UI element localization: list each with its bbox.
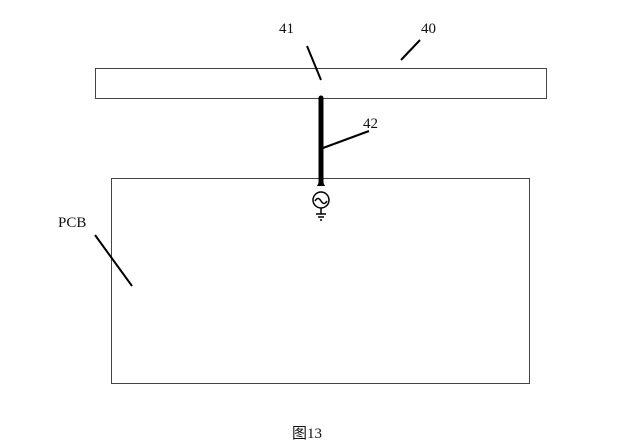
leader-41 (306, 45, 322, 81)
label-pcb: PCB (58, 215, 86, 231)
radiator-plate-40 (95, 68, 547, 99)
label-42: 42 (363, 116, 378, 132)
feed-arrow (317, 178, 325, 186)
leader-pcb (94, 234, 133, 287)
signal-source-icon (312, 191, 330, 221)
label-41: 41 (279, 21, 294, 37)
leader-40 (400, 39, 421, 61)
figure-caption: 图13 (292, 425, 322, 442)
leader-42 (322, 130, 370, 149)
label-40: 40 (421, 21, 436, 37)
